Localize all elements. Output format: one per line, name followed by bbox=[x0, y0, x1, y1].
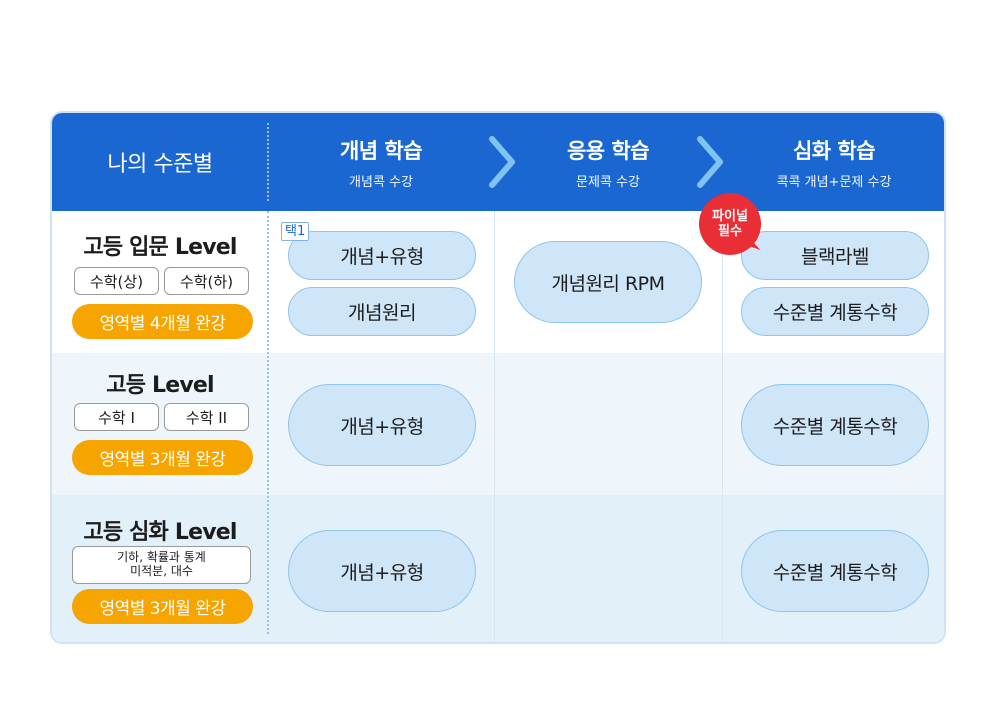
chevron-right-icon bbox=[697, 136, 723, 188]
choose-one-tag: 택1 bbox=[281, 222, 310, 241]
concept-column-sub: 개념콕 수강 bbox=[349, 175, 413, 190]
course-pill[interactable]: 개념원리 RPM bbox=[514, 241, 702, 323]
course-pill[interactable]: 수준별 계통수학 bbox=[741, 384, 929, 466]
badge-line: 파이널 bbox=[712, 209, 748, 224]
subject-line: 미적분, 대수 bbox=[130, 564, 193, 578]
course-pill[interactable]: 수준별 계통수학 bbox=[741, 287, 929, 336]
advanced-column-sub: 콕콕 개념+문제 수강 bbox=[776, 175, 892, 190]
level-column-header: 나의 수준별 bbox=[52, 113, 268, 211]
level-title: 고등 Level bbox=[106, 373, 214, 398]
course-pill[interactable]: 수준별 계통수학 bbox=[741, 530, 929, 612]
course-pill[interactable]: 개념+유형 bbox=[288, 384, 476, 466]
badge-line: 필수 bbox=[718, 224, 742, 239]
course-table: 나의 수준별 개념 학습 개념콕 수강 응용 학습 문제콕 수강 심화 학습 콕… bbox=[50, 111, 946, 644]
applied-column-sub: 문제콕 수강 bbox=[576, 175, 640, 190]
duration-badge: 영역별 4개월 완강 bbox=[72, 304, 253, 339]
level-title: 고등 심화 Level bbox=[83, 520, 237, 545]
level-divider bbox=[267, 211, 269, 634]
column-divider bbox=[494, 211, 495, 642]
course-pill[interactable]: 개념+유형 bbox=[288, 231, 476, 280]
concept-column-title: 개념 학습 bbox=[339, 139, 423, 163]
subject-chip: 수학(하) bbox=[164, 267, 249, 295]
table-header: 나의 수준별 개념 학습 개념콕 수강 응용 학습 문제콕 수강 심화 학습 콕… bbox=[52, 113, 944, 211]
subject-chip: 기하, 확률과 통계 미적분, 대수 bbox=[72, 546, 251, 584]
course-pill[interactable]: 블랙라벨 bbox=[741, 231, 929, 280]
duration-badge: 영역별 3개월 완강 bbox=[72, 440, 253, 475]
final-required-badge: 파이널 필수 bbox=[699, 193, 761, 255]
applied-column-header: 응용 학습 문제콕 수강 bbox=[494, 113, 722, 211]
subject-chip: 수학 I bbox=[74, 403, 159, 431]
subject-line: 기하, 확률과 통계 bbox=[117, 550, 206, 564]
subject-chip: 수학(상) bbox=[74, 267, 159, 295]
course-pill[interactable]: 개념원리 bbox=[288, 287, 476, 336]
applied-column-title: 응용 학습 bbox=[566, 139, 650, 163]
column-divider bbox=[722, 211, 723, 642]
concept-column-header: 개념 학습 개념콕 수강 bbox=[268, 113, 494, 211]
course-pill[interactable]: 개념+유형 bbox=[288, 530, 476, 612]
chevron-right-icon bbox=[489, 136, 515, 188]
header-divider bbox=[267, 123, 269, 201]
advanced-column-title: 심화 학습 bbox=[792, 139, 876, 163]
subject-chip: 수학 II bbox=[164, 403, 249, 431]
level-title: 고등 입문 Level bbox=[83, 235, 237, 260]
duration-badge: 영역별 3개월 완강 bbox=[72, 589, 253, 624]
level-column-title: 나의 수준별 bbox=[107, 152, 213, 177]
advanced-column-header: 심화 학습 콕콕 개념+문제 수강 bbox=[722, 113, 944, 211]
